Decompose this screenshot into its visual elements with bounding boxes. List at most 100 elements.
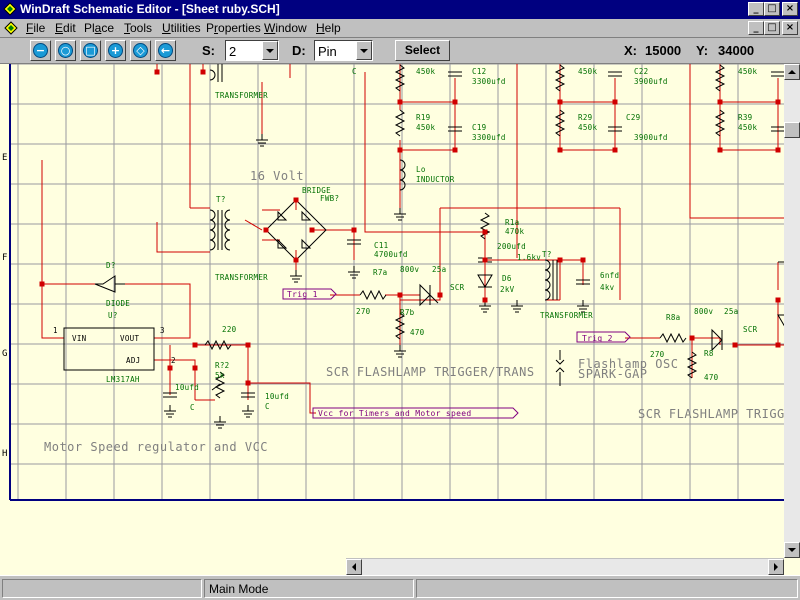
menu-item-3[interactable]: Place [84, 21, 115, 35]
ground-icon[interactable] [394, 208, 406, 221]
schematic-label[interactable]: 470 [704, 373, 719, 382]
schematic-label[interactable]: 6nfd [600, 271, 619, 280]
schematic-label[interactable]: D6 [502, 274, 512, 283]
schematic-label[interactable]: 450k [578, 67, 597, 76]
schematic-label[interactable]: 3300ufd [472, 77, 506, 86]
schematic-label[interactable]: 200ufd [497, 242, 526, 251]
schematic-label[interactable]: Trig 1 [287, 290, 318, 299]
schematic-label[interactable]: C19 [472, 123, 486, 132]
windraft-app-icon[interactable] [3, 2, 17, 16]
schematic-label[interactable]: 2 [171, 356, 176, 365]
schematic-label[interactable]: 450k [738, 67, 757, 76]
schematic-label[interactable]: Flashlamp OSC [578, 357, 678, 371]
resistor-icon[interactable] [554, 109, 566, 137]
capacitor-icon[interactable] [347, 239, 361, 245]
schematic-label[interactable]: R29 [578, 113, 592, 122]
wire[interactable] [41, 160, 64, 339]
schematic-label[interactable]: 450k [738, 123, 757, 132]
zoom-fit-button[interactable]: ○ [55, 40, 76, 61]
capacitor-icon[interactable] [241, 392, 255, 398]
draw-select[interactable]: Pin [314, 40, 373, 61]
schematic-label[interactable]: R?2 [215, 361, 229, 370]
schematic-label[interactable]: 16 Volt [250, 169, 304, 183]
schematic-label[interactable]: 800v [400, 265, 419, 274]
schematic-label[interactable]: 3 [160, 326, 165, 335]
schematic-label[interactable]: LM317AH [106, 375, 140, 384]
schematic-label[interactable]: R19 [416, 113, 430, 122]
ground-icon[interactable] [511, 300, 523, 313]
schematic-label[interactable]: R7b [400, 308, 415, 317]
spark-gap-icon[interactable] [555, 350, 565, 386]
vertical-scrollbar[interactable] [784, 64, 800, 558]
schematic-label[interactable]: C22 [634, 67, 648, 76]
schematic-label[interactable]: R8 [704, 349, 714, 358]
wire[interactable] [689, 64, 784, 219]
schematic-label[interactable]: 4700ufd [374, 250, 408, 259]
inductor-icon[interactable] [399, 159, 406, 191]
schematic-label[interactable]: 450k [416, 67, 435, 76]
schematic-label[interactable]: SCR FLASHLAMP TRIGGER/TRANS [326, 365, 535, 379]
scroll-down-button-2[interactable] [784, 542, 800, 558]
menu-item-6[interactable]: Properties [206, 21, 261, 35]
ground-icon[interactable] [479, 300, 491, 313]
wire[interactable] [154, 359, 196, 400]
schematic-label[interactable]: D? [106, 261, 116, 270]
doc-close-button[interactable]: × [782, 21, 798, 35]
scr-icon[interactable] [419, 283, 439, 307]
ground-icon[interactable] [214, 416, 226, 429]
diode-icon[interactable] [477, 274, 493, 288]
scroll-up-button[interactable] [784, 64, 800, 80]
transformer-icon[interactable] [544, 259, 558, 301]
schematic-label[interactable]: 4kv [600, 283, 615, 292]
menu-item-4[interactable]: Tools [124, 21, 153, 35]
schematic-label[interactable]: 2kV [500, 285, 515, 294]
capacitor-icon[interactable] [608, 71, 622, 77]
schematic-label[interactable]: T? [542, 250, 552, 259]
schematic-label[interactable]: R39 [738, 113, 752, 122]
schematic-label[interactable]: C [190, 403, 195, 412]
scroll-left-button[interactable] [346, 559, 362, 575]
resistor-icon[interactable] [686, 351, 698, 379]
potentiometer-wiper-icon[interactable] [211, 383, 221, 391]
schematic-label[interactable]: Motor Speed regulator and VCC [44, 440, 268, 454]
diode-icon[interactable] [94, 275, 125, 293]
schematic-label[interactable]: 5k [215, 371, 225, 380]
close-button[interactable]: × [782, 2, 798, 16]
maximize-button[interactable]: □ [764, 2, 780, 16]
schematic-label[interactable]: C29 [626, 113, 640, 122]
scroll-right-button[interactable] [768, 559, 784, 575]
wire[interactable] [125, 283, 191, 339]
schematic-label[interactable]: R1a [505, 218, 519, 227]
resistor-icon[interactable] [714, 64, 726, 92]
minimize-button[interactable]: _ [748, 2, 764, 16]
zoom-window-button[interactable]: □ [80, 40, 101, 61]
schematic-label[interactable]: VOUT [120, 334, 139, 343]
schematic-label[interactable]: SPARK-GAP [578, 367, 648, 381]
resistor-icon[interactable] [204, 339, 232, 351]
schematic-label[interactable]: FWB? [320, 194, 339, 203]
zoom-in-button[interactable]: + [105, 40, 126, 61]
schematic-label[interactable]: VIN [72, 334, 86, 343]
menu-item-7[interactable]: Window [264, 21, 307, 35]
zoom-area-button[interactable]: ◇ [130, 40, 151, 61]
schematic-label[interactable]: C [265, 402, 270, 411]
menu-item-1[interactable]: File [26, 21, 46, 35]
ground-icon[interactable] [164, 405, 176, 418]
capacitor-icon[interactable] [448, 71, 462, 77]
vcc-timers-flag[interactable] [312, 407, 519, 419]
capacitor-icon[interactable] [576, 279, 590, 285]
wire[interactable] [364, 72, 490, 233]
ground-icon[interactable] [256, 134, 268, 147]
capacitor-icon[interactable] [163, 392, 177, 398]
resistor-icon[interactable] [214, 371, 226, 399]
schematic-label[interactable]: 1.6kv [517, 253, 541, 262]
schematic-label[interactable]: SCR FLASHLAMP TRIGGER [638, 407, 784, 421]
snap-select[interactable]: 2 [225, 40, 279, 61]
schematic-label[interactable]: 220 [222, 325, 237, 334]
trig-2-flag[interactable] [576, 331, 631, 343]
scr-icon[interactable] [711, 328, 723, 352]
schematic-label[interactable]: 800v [694, 307, 713, 316]
schematic-label[interactable]: TRANSFORMER [540, 311, 593, 320]
